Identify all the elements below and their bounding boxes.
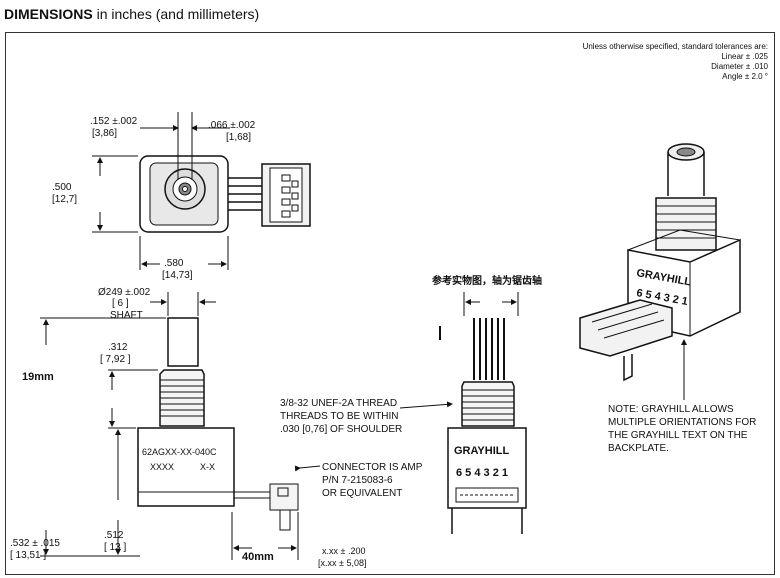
- shaft-diameter-mm: [ 6 ]: [112, 298, 129, 309]
- body-label-3: X-X: [200, 462, 215, 472]
- thread-note-2: THREADS TO BE WITHIN: [280, 411, 399, 422]
- dim-580-mm: [14,73]: [162, 270, 193, 281]
- tolerance-line: Diameter ± .010: [711, 62, 768, 71]
- iso-view: [579, 143, 741, 382]
- dim-066: .066 ±.002: [208, 120, 256, 131]
- heading-rest: in inches (and millimeters): [92, 6, 260, 22]
- shaft-label: SHAFT: [110, 310, 143, 321]
- body-label-2: XXXX: [150, 462, 174, 472]
- connector-note-3: OR EQUIVALENT: [322, 488, 402, 499]
- dim-512-mm: [ 13 ]: [104, 542, 126, 553]
- side-body: [137, 427, 235, 507]
- dim-580: .580: [164, 258, 184, 269]
- page-heading: DIMENSIONS in inches (and millimeters): [4, 6, 259, 22]
- shaft-diameter: Ø249 ±.002: [98, 287, 151, 298]
- tolerance-note: Unless otherwise specified, standard tol…: [583, 42, 768, 82]
- front-view: [439, 292, 527, 534]
- dim-532: .532 ± .015: [10, 538, 60, 549]
- thread-note-1: 3/8-32 UNEF-2A THREAD: [280, 398, 397, 409]
- drawing-frame: [5, 32, 775, 575]
- dim-512: .512: [104, 530, 124, 541]
- grayhill-note-1: NOTE: GRAYHILL ALLOWS: [608, 404, 734, 415]
- dim-152: .152 ±.002: [90, 116, 138, 127]
- tolerance-line: Unless otherwise specified, standard tol…: [582, 42, 768, 51]
- dim-312-mm: [ 7,92 ]: [100, 354, 131, 365]
- shaft: [167, 317, 199, 367]
- grayhill-note-2: MULTIPLE ORIENTATIONS FOR: [608, 417, 756, 428]
- dim-152-mm: [3,86]: [92, 128, 117, 139]
- iso-connector: [579, 299, 673, 357]
- grayhill-note-4: BACKPLATE.: [608, 443, 669, 454]
- dim-500: .500: [52, 182, 72, 193]
- tol-xx: x.xx ± .200: [322, 546, 365, 556]
- dim-312: .312: [108, 342, 128, 353]
- dim-066-mm: [1,68]: [226, 132, 251, 143]
- grayhill-note-3: THE GRAYHILL TEXT ON THE: [608, 430, 748, 441]
- thread-note-3: .030 [0,76] OF SHOULDER: [280, 424, 402, 435]
- tol-xx-mm: [x.xx ± 5,08]: [318, 558, 366, 568]
- body-label-1: 62AGXX-XX-040C: [142, 447, 217, 457]
- len-40mm: 40mm: [242, 551, 274, 563]
- connector-note-2: P/N 7-215083-6: [322, 475, 393, 486]
- tolerance-line: Linear ± .025: [721, 52, 768, 61]
- front-pins: 6 5 4 3 2 1: [456, 467, 508, 479]
- dim-532-mm: [ 13,51 ]: [10, 550, 46, 561]
- len-19mm: 19mm: [22, 371, 54, 383]
- side-view: [40, 292, 321, 560]
- tolerance-line: Angle ± 2.0 °: [722, 72, 768, 81]
- front-brand: GRAYHILL: [454, 445, 509, 457]
- front-body: [447, 427, 527, 509]
- top-view: [92, 112, 311, 270]
- chinese-note: 参考实物图，轴为锯齿轴: [432, 274, 542, 287]
- heading-bold: DIMENSIONS: [4, 6, 93, 22]
- connector-note-1: CONNECTOR IS AMP: [322, 462, 423, 473]
- dim-500-mm: [12,7]: [52, 194, 77, 205]
